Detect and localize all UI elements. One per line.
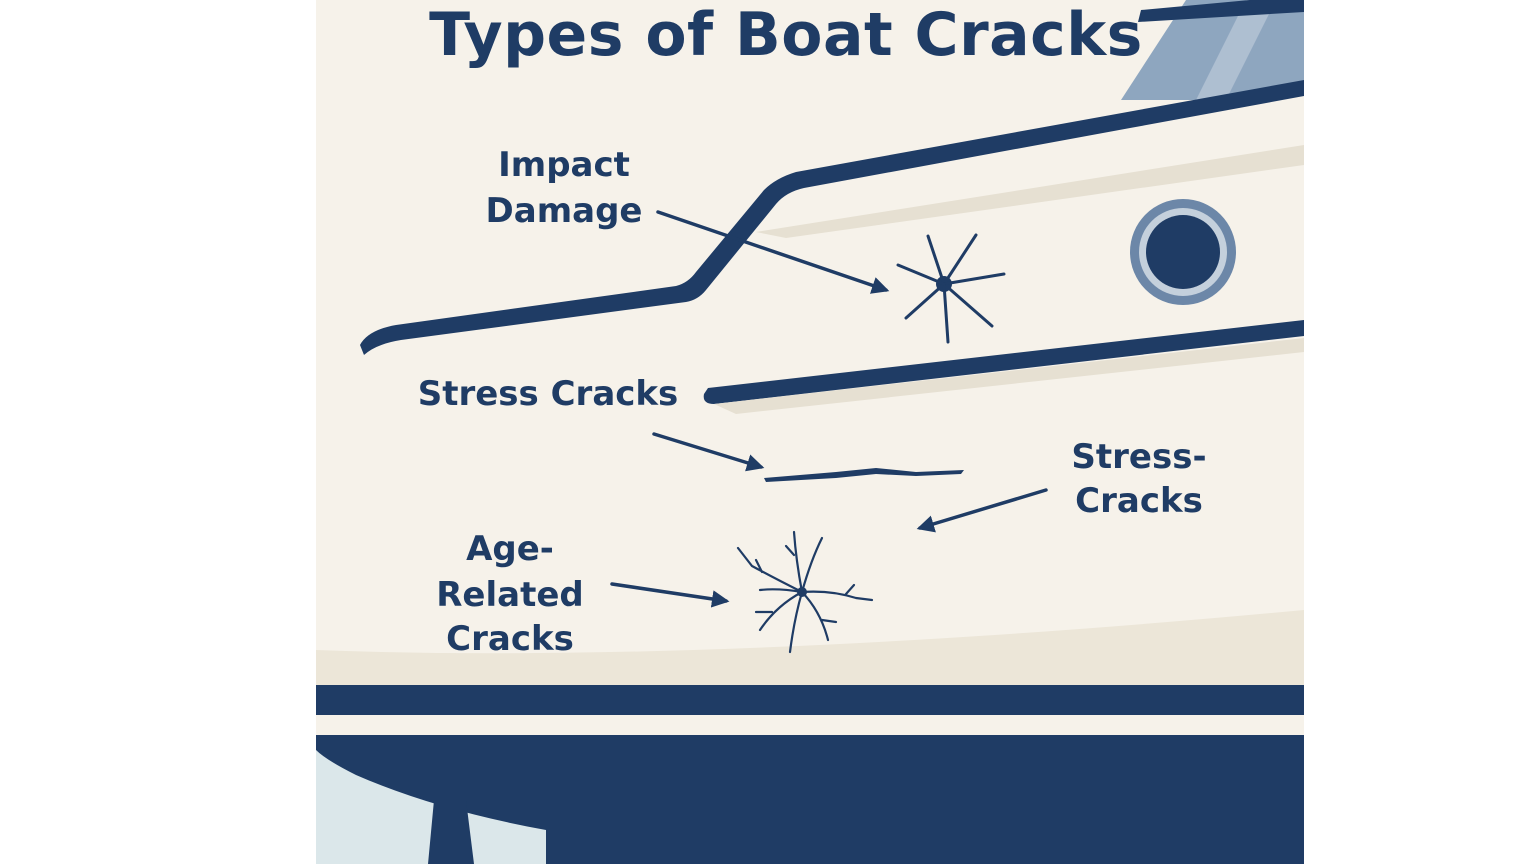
spider-web-crack-icon <box>736 530 874 654</box>
gunwale-shadow <box>756 145 1304 238</box>
label-stress-cracks-right: Stress- Cracks <box>1071 437 1206 521</box>
label-age-line3: Cracks <box>446 619 574 659</box>
label-stress-right-line1: Stress- <box>1071 437 1206 477</box>
label-stress-cracks-left: Stress Cracks <box>418 374 679 414</box>
label-impact-damage: Impact Damage <box>486 145 643 231</box>
lower-hull-shade <box>316 610 1304 690</box>
boat-illustration: Types of Boat Cracks Impact Damage Stres… <box>316 0 1304 864</box>
label-age-line1: Age- <box>466 529 554 569</box>
arrow-age <box>610 582 730 608</box>
cabin-roof-edge <box>1138 0 1304 22</box>
label-stress-right-line2: Cracks <box>1075 481 1203 521</box>
arrow-stress-left <box>652 432 765 472</box>
arrow-stress-right <box>916 488 1048 533</box>
rub-rail-shadow <box>714 338 1304 414</box>
hairline-crack-icon <box>764 468 964 482</box>
boat-diagram-svg: Types of Boat Cracks Impact Damage Stres… <box>316 0 1304 864</box>
windshield-glare <box>1196 0 1276 100</box>
porthole-icon <box>1130 199 1236 305</box>
hull-body <box>316 210 1304 690</box>
sheer-line <box>360 80 1304 355</box>
label-impact-line1: Impact <box>498 145 630 185</box>
cabin-deck <box>360 82 1304 345</box>
label-age-related: Age- Related Cracks <box>436 529 584 659</box>
diagram-title: Types of Boat Cracks <box>429 0 1143 70</box>
boot-stripe <box>316 685 1304 715</box>
label-age-line2: Related <box>436 575 584 615</box>
keel-strut <box>428 800 474 864</box>
arrow-impact <box>656 210 890 294</box>
label-impact-line2: Damage <box>486 191 643 231</box>
rub-rail <box>703 320 1304 404</box>
arrow-icon <box>610 210 1048 608</box>
bottom-hull <box>316 735 1304 864</box>
starburst-crack-icon <box>896 233 1006 344</box>
boot-stripe-gap <box>316 715 1304 735</box>
